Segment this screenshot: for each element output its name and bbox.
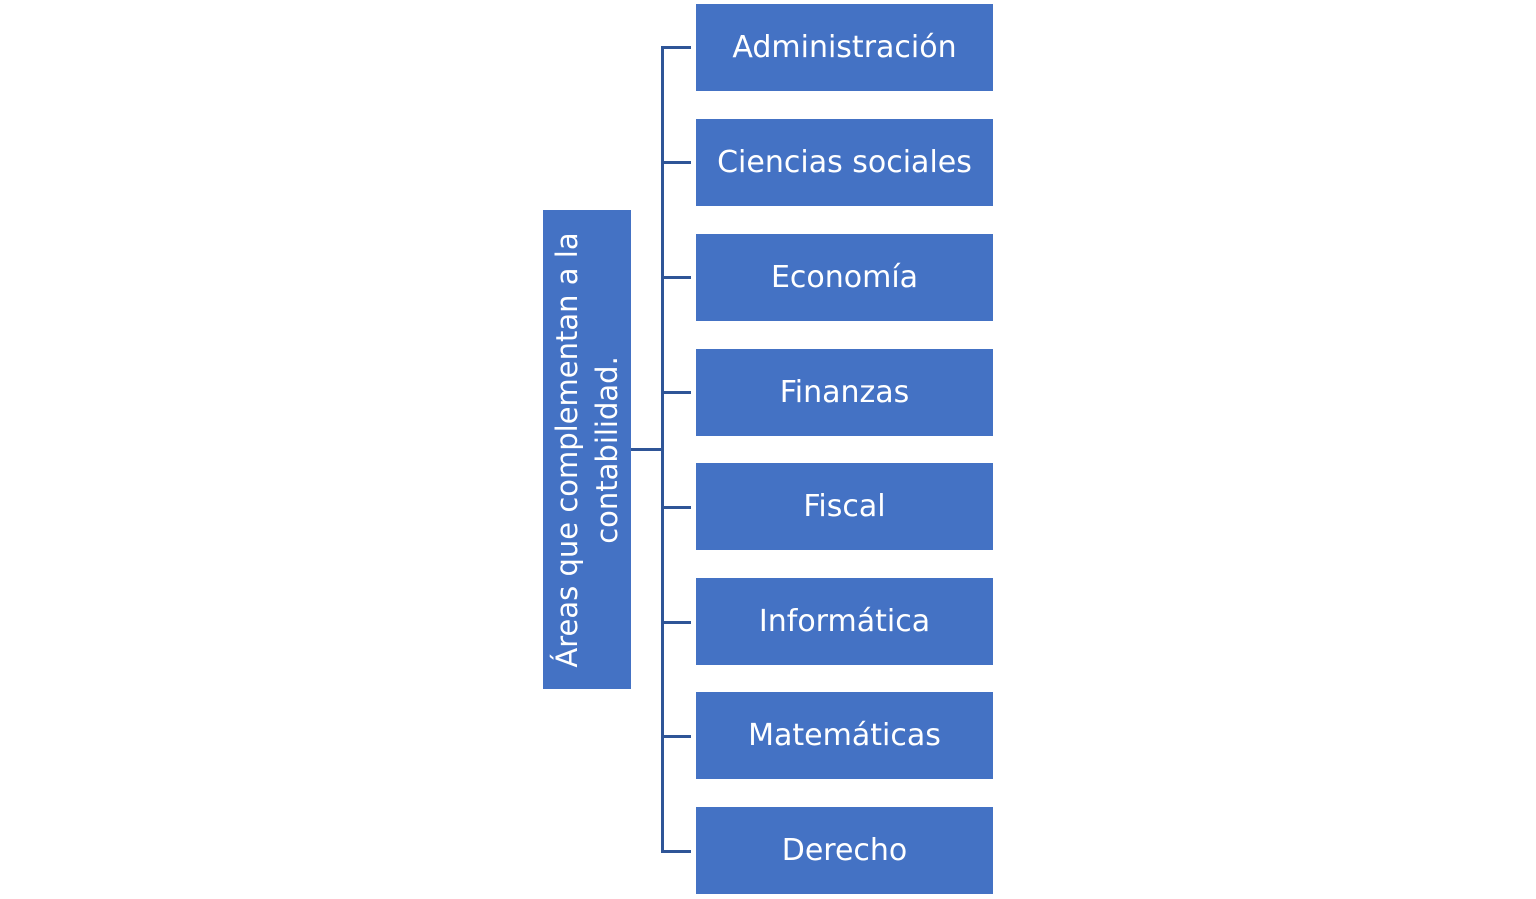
branch-connector-economia xyxy=(661,276,691,279)
child-node-economia: Economía xyxy=(696,234,993,321)
child-node-administracion: Administración xyxy=(696,4,993,91)
child-node-label: Fiscal xyxy=(803,489,886,524)
branch-connector-fiscal xyxy=(661,506,691,509)
child-node-finanzas: Finanzas xyxy=(696,349,993,436)
child-node-label: Matemáticas xyxy=(748,718,941,753)
branch-connector-finanzas xyxy=(661,391,691,394)
child-node-ciencias-sociales: Ciencias sociales xyxy=(696,119,993,206)
child-node-label: Economía xyxy=(770,260,919,295)
child-node-label: Ciencias sociales xyxy=(717,145,972,180)
child-node-label: Informática xyxy=(758,604,931,639)
branch-connector-administracion xyxy=(661,46,691,49)
branch-connector-derecho xyxy=(661,850,691,853)
child-node-label: Derecho xyxy=(781,833,908,868)
root-node: Áreas que complementan a la contabilidad… xyxy=(543,210,631,689)
child-node-matematicas: Matemáticas xyxy=(696,692,993,779)
vertical-spine-connector xyxy=(661,46,664,853)
child-node-label: Finanzas xyxy=(779,375,910,410)
root-node-label: Áreas que complementan a la contabilidad… xyxy=(550,231,624,668)
branch-connector-ciencias-sociales xyxy=(661,161,691,164)
branch-connector-matematicas xyxy=(661,735,691,738)
root-connector xyxy=(631,448,663,451)
child-node-derecho: Derecho xyxy=(696,807,993,894)
child-node-fiscal: Fiscal xyxy=(696,463,993,550)
child-node-informatica: Informática xyxy=(696,578,993,665)
child-node-label: Administración xyxy=(732,30,957,65)
branch-connector-informatica xyxy=(661,621,691,624)
